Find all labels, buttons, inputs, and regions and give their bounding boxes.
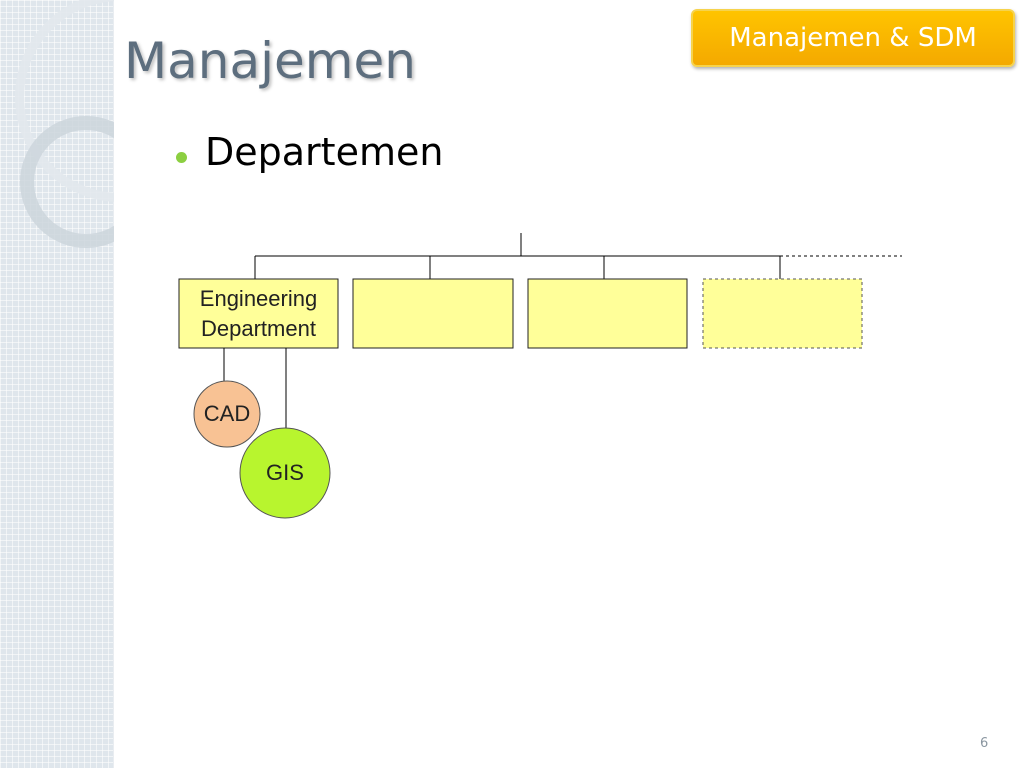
slide-content-area — [114, 0, 1024, 768]
department-box — [352, 278, 514, 349]
page-number: 6 — [980, 736, 989, 751]
topic-badge: Manajemen & SDM — [691, 9, 1015, 67]
slide-title: Manajemen — [124, 32, 416, 90]
department-label-line2: Department — [201, 316, 316, 341]
department-box-engineering — [178, 278, 339, 349]
department-box — [527, 278, 688, 349]
department-box-dashed — [702, 278, 863, 349]
sub-unit-label-cad: CAD — [203, 401, 251, 426]
sub-unit-circle-cad — [193, 380, 261, 448]
bullet-text: Departemen — [205, 130, 444, 174]
sub-unit-circle-gis — [239, 427, 331, 519]
bullet-dot-icon — [176, 152, 187, 163]
sub-unit-label-gis: GIS — [266, 460, 304, 485]
department-label-line1: Engineering — [199, 286, 318, 311]
